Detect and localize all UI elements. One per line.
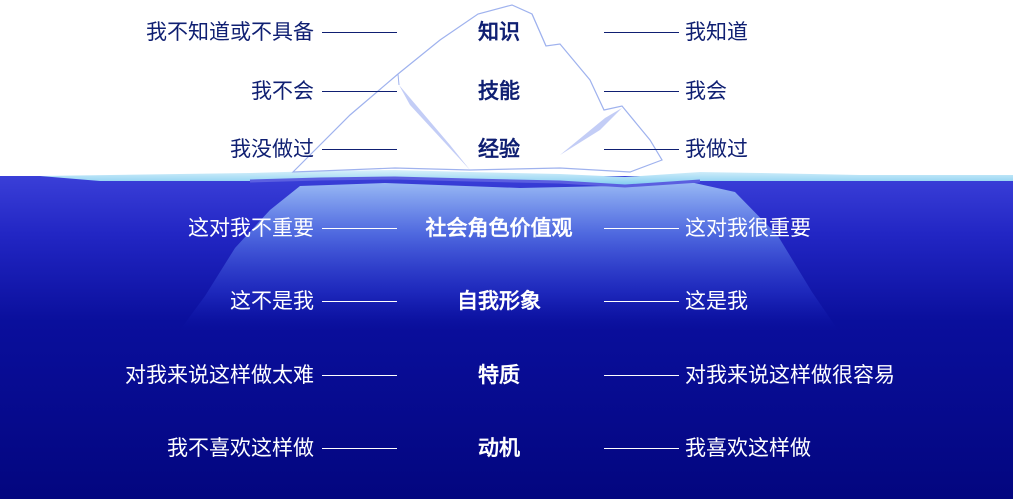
connector-line-left: [322, 32, 397, 33]
connector-line-right: [604, 228, 679, 229]
connector-line-left: [322, 448, 397, 449]
layer-row-skills: 我不会 技能 我会: [0, 76, 1013, 106]
layer-positive-text: 我喜欢这样做: [685, 436, 811, 460]
layer-positive-text: 对我来说这样做很容易: [685, 363, 895, 387]
layer-positive-text: 我会: [685, 79, 727, 103]
connector-line-right: [604, 301, 679, 302]
water-surface: [40, 170, 1013, 186]
layer-negative-text: 对我来说这样做太难: [125, 363, 314, 387]
layer-negative-text: 我不会: [251, 79, 314, 103]
iceberg-shade-right: [560, 108, 622, 155]
layer-negative-text: 我没做过: [230, 137, 314, 161]
layer-label: 自我形象: [457, 289, 541, 313]
layer-positive-text: 这对我很重要: [685, 216, 811, 240]
layer-negative-text: 我不喜欢这样做: [167, 436, 314, 460]
connector-line-right: [604, 375, 679, 376]
layer-row-traits: 对我来说这样做太难 特质 对我来说这样做很容易: [0, 360, 1013, 390]
layer-label: 知识: [478, 20, 520, 44]
connector-line-left: [322, 91, 397, 92]
layer-negative-text: 这不是我: [230, 289, 314, 313]
iceberg-shade-left: [399, 85, 470, 170]
connector-line-right: [604, 448, 679, 449]
connector-line-right: [604, 91, 679, 92]
iceberg-tip: [291, 4, 663, 173]
layer-label: 特质: [478, 363, 520, 387]
layer-row-motivation: 我不喜欢这样做 动机 我喜欢这样做: [0, 433, 1013, 463]
layer-label: 经验: [478, 137, 520, 161]
layer-positive-text: 这是我: [685, 289, 748, 313]
iceberg-ridge: [397, 13, 547, 86]
waterline-edge: [249, 176, 701, 188]
connector-line-right: [604, 149, 679, 150]
layer-row-social-role-values: 这对我不重要 社会角色价值观 这对我很重要: [0, 213, 1013, 243]
layer-negative-text: 这对我不重要: [188, 216, 314, 240]
layer-label: 社会角色价值观: [425, 216, 573, 240]
connector-line-left: [322, 149, 397, 150]
connector-line-right: [604, 32, 679, 33]
layer-row-experience: 我没做过 经验 我做过: [0, 134, 1013, 164]
submerged-iceberg: [180, 182, 838, 330]
connector-line-left: [322, 301, 397, 302]
connector-line-left: [322, 375, 397, 376]
connector-line-left: [322, 228, 397, 229]
layer-positive-text: 我做过: [685, 137, 748, 161]
layer-negative-text: 我不知道或不具备: [146, 20, 314, 44]
layer-positive-text: 我知道: [685, 20, 748, 44]
layer-label: 动机: [478, 436, 520, 460]
layer-row-self-image: 这不是我 自我形象 这是我: [0, 286, 1013, 316]
layer-row-knowledge: 我不知道或不具备 知识 我知道: [0, 17, 1013, 47]
layer-label: 技能: [478, 79, 520, 103]
